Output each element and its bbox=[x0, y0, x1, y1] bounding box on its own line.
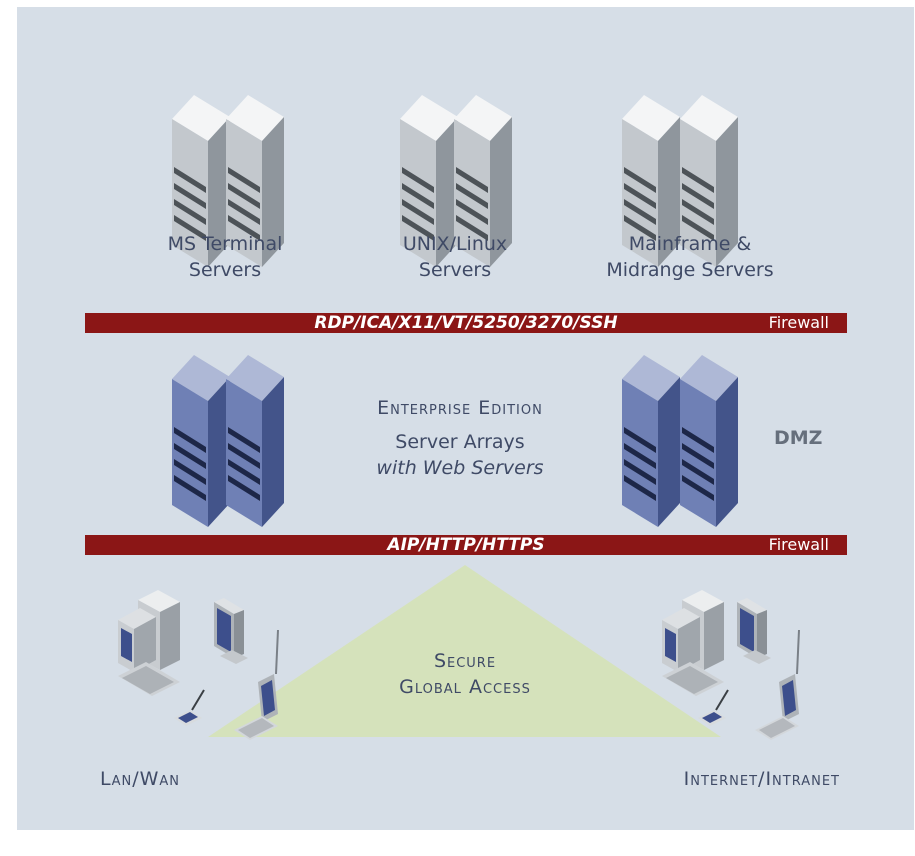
protocols-label: AIP/HTTP/HTTPS bbox=[387, 535, 545, 555]
firewall-label: Firewall bbox=[768, 313, 829, 332]
monitor-icon bbox=[737, 598, 771, 664]
enterprise-edition-title: Enterprise Edition bbox=[377, 397, 543, 419]
desktop-pc-icon bbox=[662, 590, 724, 696]
pda-icon bbox=[697, 689, 729, 727]
pda-icon bbox=[173, 689, 205, 727]
web-servers-label: with Web Servers bbox=[376, 457, 544, 479]
internet-intranet-label: Internet/Intranet bbox=[683, 768, 840, 790]
server-tower-icon bbox=[622, 355, 738, 527]
monitor-icon bbox=[214, 598, 248, 664]
server-tower-icon bbox=[172, 355, 284, 527]
protocols-label: RDP/ICA/X11/VT/5250/3270/SSH bbox=[314, 313, 618, 333]
firewall-bar-top: RDP/ICA/X11/VT/5250/3270/SSH Firewall bbox=[85, 313, 847, 333]
mainframe-servers-label: Mainframe &Midrange Servers bbox=[606, 233, 774, 281]
access-zone-triangle bbox=[208, 565, 721, 737]
firewall-bar-bottom: AIP/HTTP/HTTPS Firewall bbox=[85, 535, 847, 555]
desktop-pc-icon bbox=[118, 590, 180, 696]
firewall-label: Firewall bbox=[768, 535, 829, 554]
dmz-label: DMZ bbox=[774, 427, 823, 449]
lan-wan-label: Lan/Wan bbox=[100, 768, 181, 790]
server-arrays-label: Server Arrays bbox=[395, 431, 525, 453]
